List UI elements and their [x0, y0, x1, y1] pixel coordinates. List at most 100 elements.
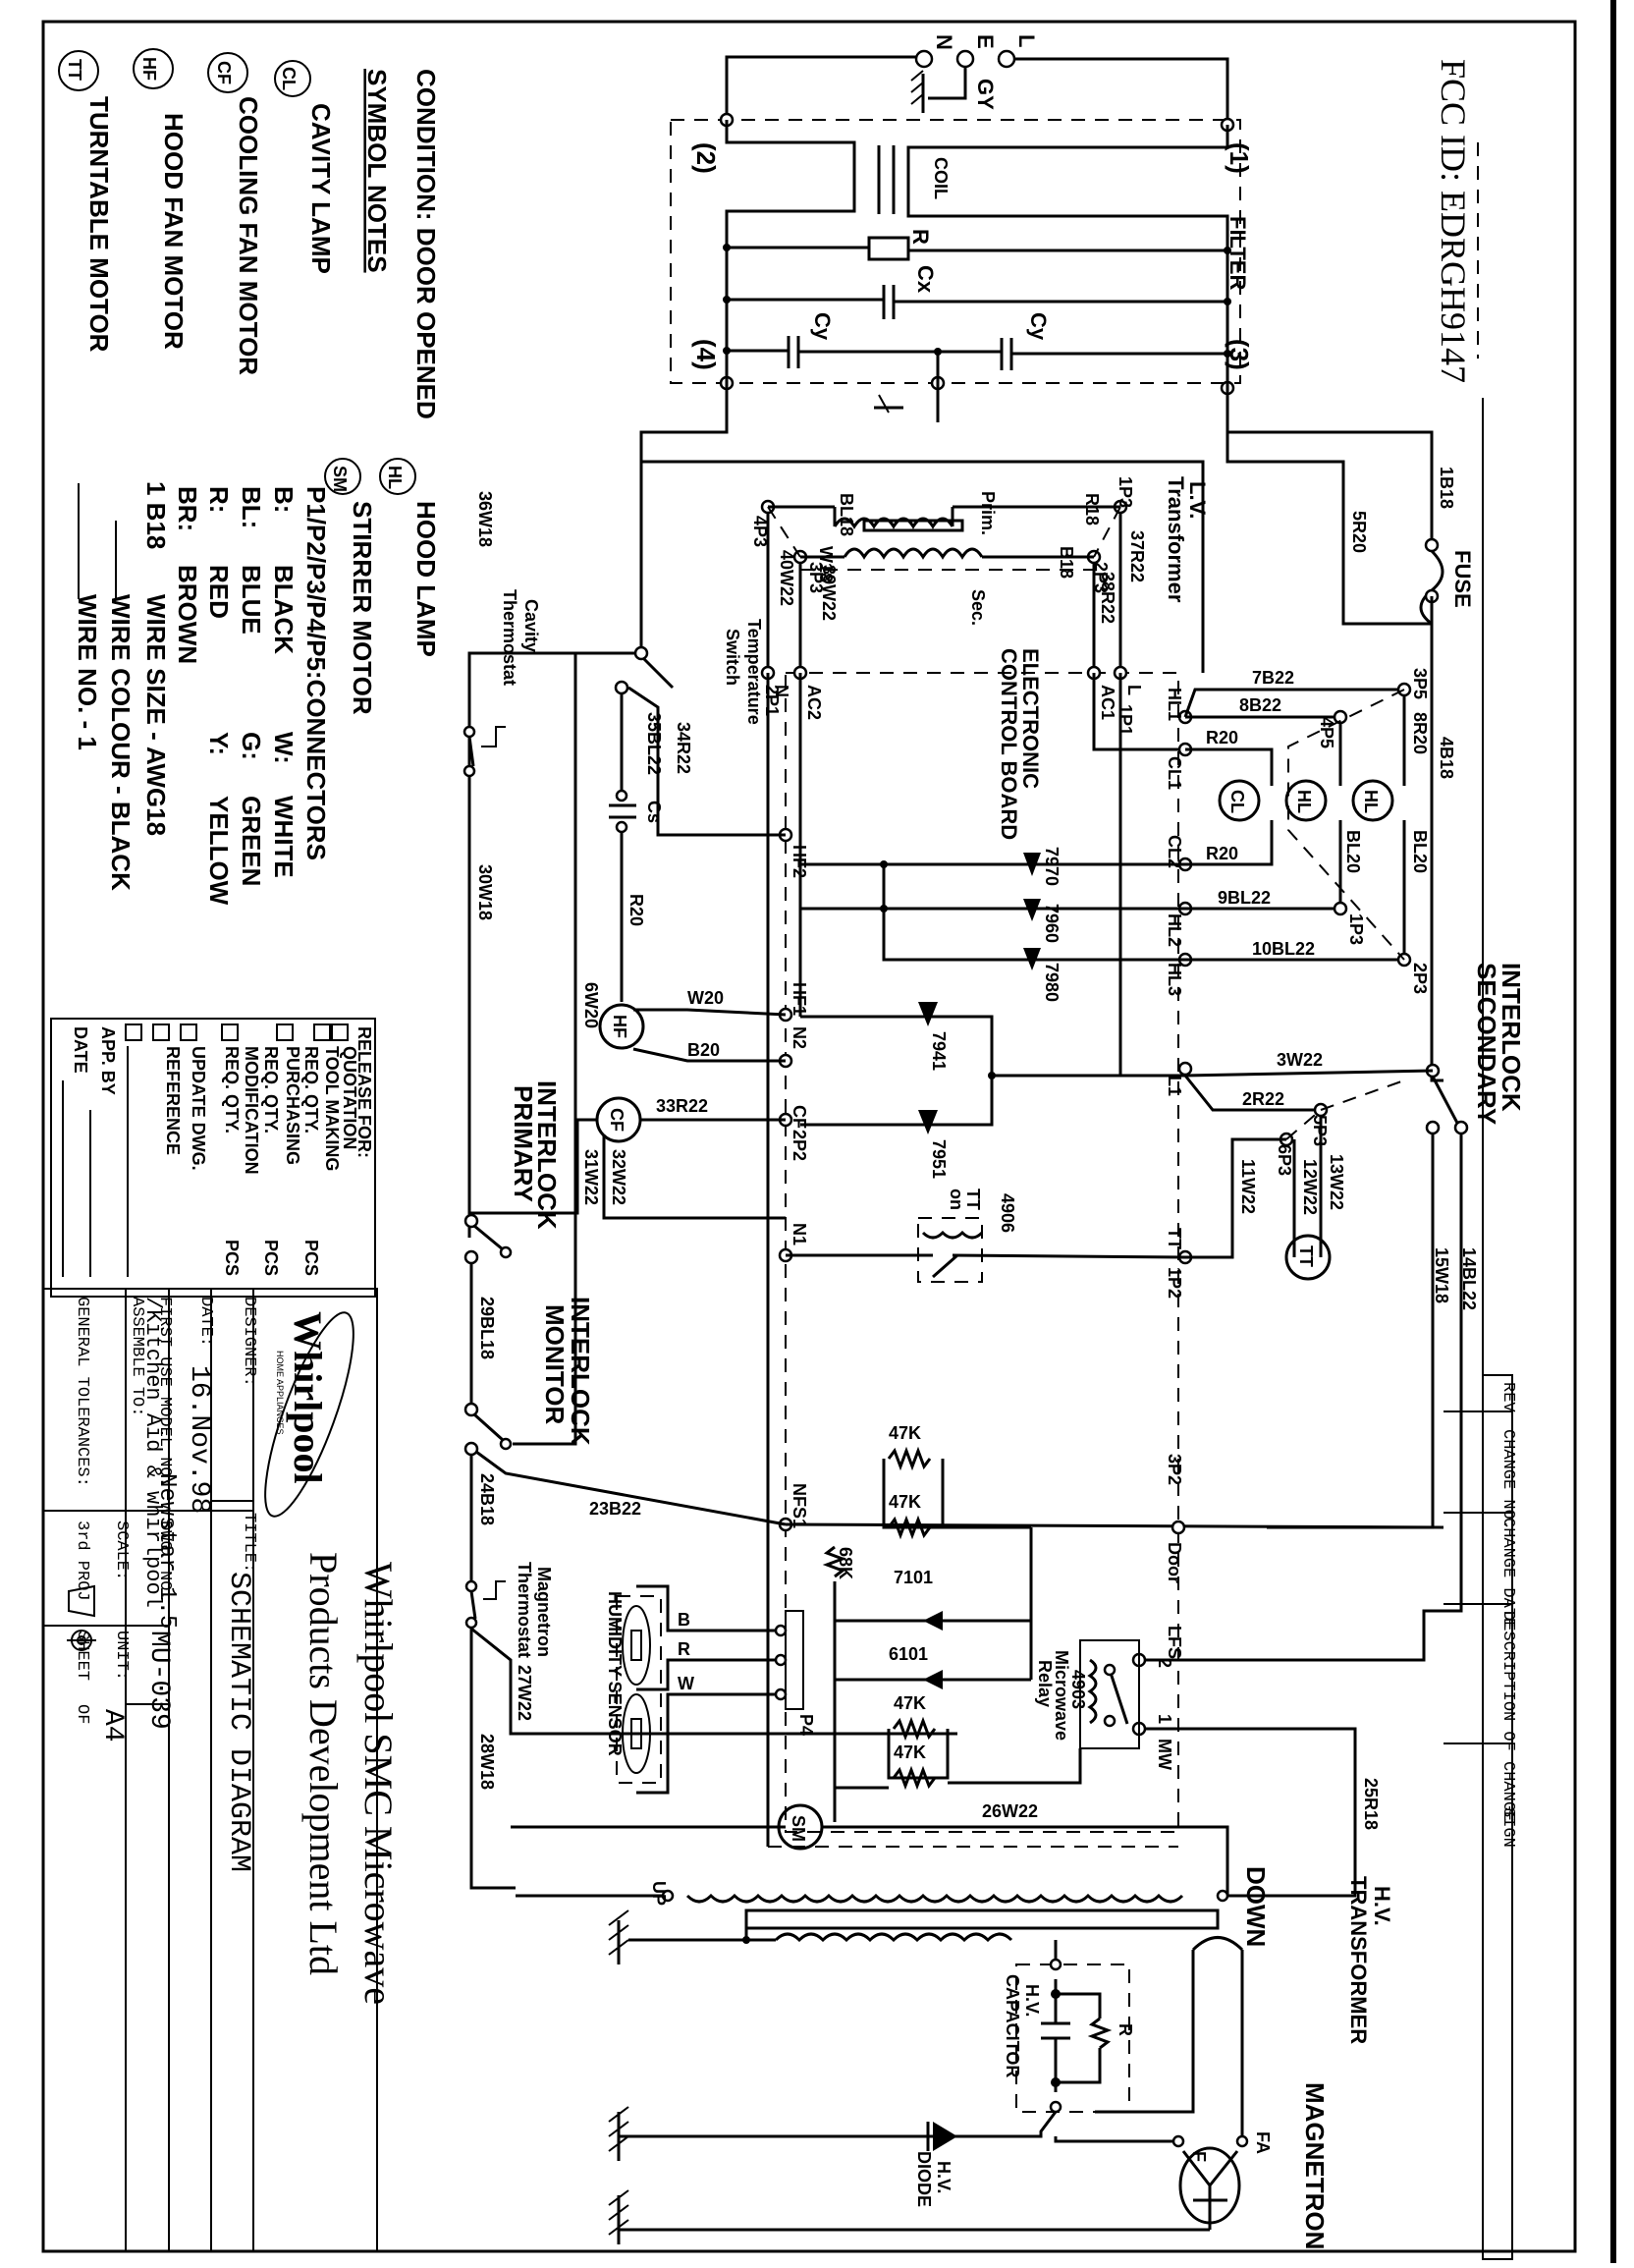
- svg-text:3W22: 3W22: [1277, 1050, 1323, 1070]
- unit-label: UNIT:: [112, 1631, 131, 1681]
- wire-label: 14BL22: [1459, 1247, 1479, 1310]
- svg-text:COOLING FAN MOTOR: COOLING FAN MOTOR: [234, 96, 263, 375]
- svg-text:MONITOR: MONITOR: [540, 1304, 570, 1425]
- triac-icon: [918, 1110, 938, 1134]
- svg-text:12W22: 12W22: [1300, 1159, 1320, 1215]
- svg-text:Relay: Relay: [1035, 1660, 1055, 1707]
- svg-text:PCS: PCS: [222, 1240, 242, 1276]
- svg-text:TRANSFORMER: TRANSFORMER: [1346, 1876, 1371, 2044]
- wire-1B18: [1226, 388, 1434, 545]
- sheet-label: SHEET: [73, 1631, 91, 1681]
- title-block: Whirlpool HOME APPLIANCES Whirlpool SMC …: [42, 1288, 401, 2252]
- svg-text:HF2: HF2: [790, 845, 809, 878]
- svg-text:BL18: BL18: [837, 493, 856, 536]
- svg-text:HUMIDITY SENSOR: HUMIDITY SENSOR: [605, 1591, 625, 1756]
- svg-text:4903: 4903: [1068, 1670, 1088, 1709]
- svg-text:PURCHASING: PURCHASING: [283, 1046, 302, 1165]
- hood-fan-motor: HF W20 B20: [598, 988, 787, 1063]
- svg-text:47K: 47K: [889, 1423, 921, 1443]
- svg-text:2P2: 2P2: [790, 1130, 809, 1161]
- svg-text:CF: CF: [214, 61, 234, 84]
- svg-text:8R20: 8R20: [1410, 712, 1430, 754]
- svg-text:HF1: HF1: [790, 982, 809, 1016]
- svg-text:PCS: PCS: [261, 1240, 281, 1276]
- temperature-switch[interactable]: Temperature Switch 34R22 35BL22: [614, 460, 1205, 837]
- first-use-model: Newstar 1.5: [153, 1473, 180, 1629]
- svg-text:(4): (4): [691, 339, 721, 370]
- svg-text:1P3: 1P3: [1116, 476, 1135, 508]
- dwg-no: MU-039: [143, 1631, 174, 1730]
- interlock-primary-switch[interactable]: INTERLOCK PRIMARY: [463, 1080, 562, 1265]
- checkbox-purchasing[interactable]: [276, 1023, 294, 1041]
- svg-text:B18: B18: [1057, 546, 1076, 579]
- board-terminals-top: N AC2 AC1 L 1P1 2P1: [760, 665, 1144, 736]
- svg-text:2R22: 2R22: [1242, 1089, 1284, 1109]
- svg-text:47K: 47K: [889, 1492, 921, 1512]
- interlock-monitor-switch[interactable]: INTERLOCK MONITOR: [463, 1297, 595, 1451]
- svg-text:35BL22: 35BL22: [644, 712, 664, 775]
- lamp-icon: [274, 60, 311, 97]
- svg-text:(2): (2): [691, 142, 721, 174]
- svg-text:R: R: [1116, 2023, 1135, 2036]
- svg-text:HL1: HL1: [1165, 688, 1184, 721]
- svg-text:L: L: [1014, 34, 1039, 47]
- triac-icon: [918, 1002, 938, 1026]
- svg-text:9BL22: 9BL22: [1218, 888, 1271, 908]
- svg-text:4P5: 4P5: [1317, 717, 1336, 748]
- wire-example: 1 B18: [141, 481, 171, 549]
- lamp-icon: [1218, 779, 1261, 822]
- checkbox-tool-making[interactable]: [313, 1023, 331, 1041]
- change-no-col: CHANGE NO.: [1498, 1429, 1517, 1529]
- colour-code: R:: [204, 486, 234, 513]
- svg-text:27W22: 27W22: [515, 1665, 534, 1721]
- svg-text:HL: HL: [385, 466, 405, 489]
- svg-text:Cs: Cs: [644, 801, 664, 823]
- svg-text:HL2: HL2: [1165, 913, 1184, 947]
- svg-text:INTERLOCK: INTERLOCK: [532, 1080, 562, 1230]
- svg-text:13W22: 13W22: [1327, 1154, 1346, 1210]
- scale-label: SCALE:: [112, 1521, 131, 1580]
- checkbox-other[interactable]: [125, 1023, 142, 1041]
- svg-text:MAGNETRON: MAGNETRON: [1300, 2082, 1330, 2249]
- checkbox-reference[interactable]: [152, 1023, 170, 1041]
- svg-text:N: N: [772, 685, 791, 697]
- svg-text:6P3: 6P3: [1275, 1144, 1294, 1176]
- company-name-2: Products Development Ltd: [301, 1552, 346, 1975]
- svg-text:R: R: [678, 1639, 690, 1659]
- hv-diode: H.V. DIODE: [608, 1909, 1058, 2244]
- checkbox-modification[interactable]: [221, 1023, 239, 1041]
- svg-text:RELEASE FOR:: RELEASE FOR:: [354, 1026, 374, 1158]
- wire-label: 1B18: [1437, 467, 1456, 509]
- svg-text:7960: 7960: [1042, 904, 1062, 943]
- wire-label: 23B22: [589, 1499, 641, 1519]
- svg-text:REQ. QTY.: REQ. QTY.: [301, 1046, 321, 1134]
- svg-text:CAVITY LAMP: CAVITY LAMP: [306, 103, 336, 274]
- svg-text:11W22: 11W22: [1238, 1159, 1258, 1214]
- svg-text:COIL: COIL: [931, 157, 951, 199]
- wire-no-note: WIRE NO. - 1: [73, 594, 102, 750]
- svg-text:PCS: PCS: [301, 1240, 321, 1276]
- svg-text:TURNTABLE MOTOR: TURNTABLE MOTOR: [84, 96, 114, 353]
- svg-text:CAPACITOR: CAPACITOR: [1003, 1974, 1022, 2077]
- svg-text:BL20: BL20: [1343, 830, 1363, 873]
- svg-text:CL: CL: [279, 67, 299, 90]
- date-label: DATE:: [196, 1297, 215, 1347]
- svg-text:40W22: 40W22: [777, 550, 796, 606]
- svg-text:DOWN: DOWN: [1241, 1866, 1271, 1947]
- svg-text:HF: HF: [610, 1015, 629, 1038]
- lv-transformer: L.V. Transformer Prim. Sec. BL18 R18 W18…: [750, 476, 1210, 626]
- svg-text:2P3: 2P3: [1091, 562, 1111, 593]
- emi-filter: (1) (2) (3) (4) FILTER COIL R Cx Cy Cy: [670, 112, 1254, 422]
- svg-text:HOOD FAN MOTOR: HOOD FAN MOTOR: [159, 113, 189, 350]
- svg-text:1P3: 1P3: [1346, 913, 1366, 945]
- colour-code: BL:: [237, 486, 266, 528]
- svg-text:H.V.: H.V.: [1022, 1984, 1042, 2017]
- wire-label: 5R20: [1349, 511, 1369, 553]
- interlock-secondary-switch[interactable]: INTERLOCK SECONDARY: [1425, 963, 1526, 1135]
- checkbox-update-dwg[interactable]: [180, 1023, 197, 1041]
- projection-label: 3rd PROJ: [73, 1521, 91, 1601]
- svg-text:7101: 7101: [894, 1568, 933, 1587]
- colour-name: GREEN: [237, 796, 266, 886]
- checkbox-quotation[interactable]: [331, 1023, 349, 1041]
